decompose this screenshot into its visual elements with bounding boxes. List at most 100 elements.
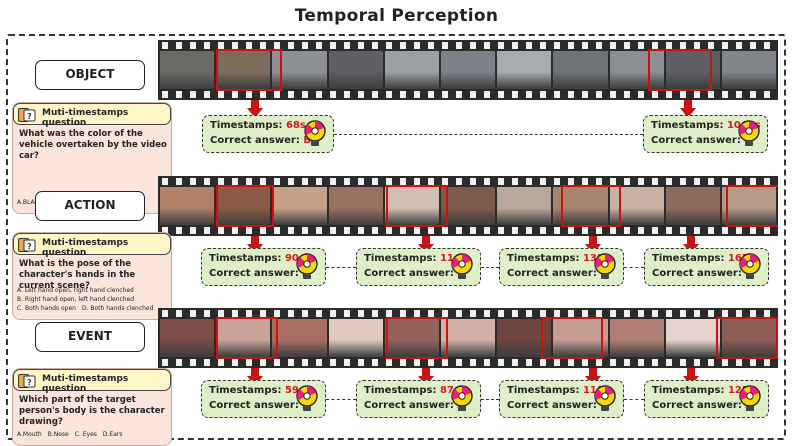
question-header: ?Muti-timestamps question: [13, 233, 171, 258]
video-frame: [721, 319, 777, 357]
timestamp-value: 68s: [285, 120, 306, 131]
page-title: Temporal Perception: [294, 6, 499, 26]
lightbulb-icon: [738, 249, 762, 282]
video-frame: [665, 187, 720, 225]
correct-answer-label: Correct answer:: [210, 135, 300, 146]
svg-text:?: ?: [27, 112, 32, 121]
correct-answer-label: Correct answer:: [209, 268, 299, 279]
highlighted-frame: [648, 49, 712, 91]
timestamp-label: Timestamps:: [364, 385, 437, 396]
question-icon: ?: [18, 107, 36, 122]
film-perforations: [158, 42, 778, 49]
option: D.Ears: [102, 431, 123, 438]
lightbulb-icon: [737, 116, 761, 149]
section-label: ACTION: [35, 191, 145, 221]
dashed-connector: [334, 134, 643, 135]
video-frame: [384, 187, 439, 225]
highlighted-frame: [726, 185, 778, 227]
option: A. Left hand open, right hand clenched: [17, 287, 134, 294]
video-frame: [160, 319, 215, 357]
film-strip: [158, 40, 778, 100]
video-frame: [553, 319, 608, 357]
option-line: B. Right hand open, left hand clenched: [17, 295, 173, 304]
option: B.Nose: [47, 431, 69, 438]
highlighted-frame: [386, 185, 448, 227]
video-frame: [216, 319, 271, 357]
lightbulb-icon: [295, 249, 319, 282]
highlighted-frame: [216, 49, 282, 91]
answer-box: Timestamps: 111sCorrect answer: D: [499, 380, 624, 418]
correct-answer-label: Correct answer:: [652, 400, 742, 411]
question-header-title: Muti-timestamps question: [42, 108, 129, 128]
film-perforations: [158, 178, 778, 185]
question-text: Which part of the target person's body i…: [19, 395, 165, 427]
video-frame: [609, 51, 664, 89]
svg-text:?: ?: [27, 242, 32, 251]
correct-answer-label: Correct answer:: [364, 400, 454, 411]
correct-answer-label: Correct answer:: [651, 135, 741, 146]
video-frame: [440, 319, 496, 357]
video-frame: [497, 51, 552, 89]
highlighted-frame: [561, 185, 621, 227]
timestamp-line: Timestamps: 59s: [209, 385, 305, 396]
highlighted-frame: [216, 317, 278, 359]
dashed-connector: [624, 399, 644, 400]
video-frame: [609, 319, 664, 357]
question-icon: ?: [18, 237, 36, 252]
correct-answer-label: Correct answer:: [507, 268, 597, 279]
option: D. Both hands clenched: [81, 305, 154, 312]
highlighted-frame: [716, 317, 778, 359]
option: B. Right hand open, left hand clenched: [17, 296, 135, 303]
correct-answer-label: Correct answer:: [209, 400, 299, 411]
film-perforations: [158, 91, 778, 98]
video-frame: [272, 319, 327, 357]
answer-box: Timestamps: 114sCorrect answer: C: [356, 248, 481, 286]
lightbulb-icon: [738, 381, 762, 414]
lightbulb-icon: [450, 381, 474, 414]
section-label: OBJECT: [35, 60, 145, 90]
timestamp-label: Timestamps:: [651, 120, 724, 131]
video-frame: [440, 51, 496, 89]
timestamp-line: Timestamps: 90s: [209, 253, 305, 264]
video-frame: [497, 187, 552, 225]
video-frame: [384, 319, 439, 357]
option: A.BLACK: [17, 199, 43, 206]
option: C. Both hands open: [17, 305, 76, 312]
lightbulb-icon: [593, 381, 617, 414]
timestamp-label: Timestamps:: [209, 385, 282, 396]
question-header: ? Muti-timestamps question: [13, 103, 171, 128]
dashed-connector: [624, 267, 644, 268]
arrow-down-icon: [247, 100, 263, 118]
correct-answer-label: Correct answer:: [507, 400, 597, 411]
film-frames: [158, 319, 778, 357]
question-icon: ?: [18, 373, 36, 388]
highlighted-frame: [216, 185, 274, 227]
answer-box: Timestamps: 1048sCorrect answer: D: [643, 115, 768, 153]
diagram-frame: [6, 34, 786, 440]
dashed-connector: [326, 399, 356, 400]
video-frame: [440, 187, 496, 225]
video-frame: [553, 51, 608, 89]
timestamp-line: Timestamps: 68s: [210, 120, 306, 131]
timestamp-label: Timestamps:: [210, 120, 283, 131]
lightbulb-icon: [593, 249, 617, 282]
timestamp-label: Timestamps:: [507, 385, 580, 396]
answer-box: Timestamps: 131sCorrect answer: B: [499, 248, 624, 286]
video-frame: [328, 51, 383, 89]
timestamp-label: Timestamps:: [652, 253, 725, 264]
correct-answer-label: Correct answer:: [652, 268, 742, 279]
dashed-connector: [481, 399, 499, 400]
video-frame: [665, 319, 720, 357]
timestamp-label: Timestamps:: [507, 253, 580, 264]
video-frame: [216, 187, 271, 225]
